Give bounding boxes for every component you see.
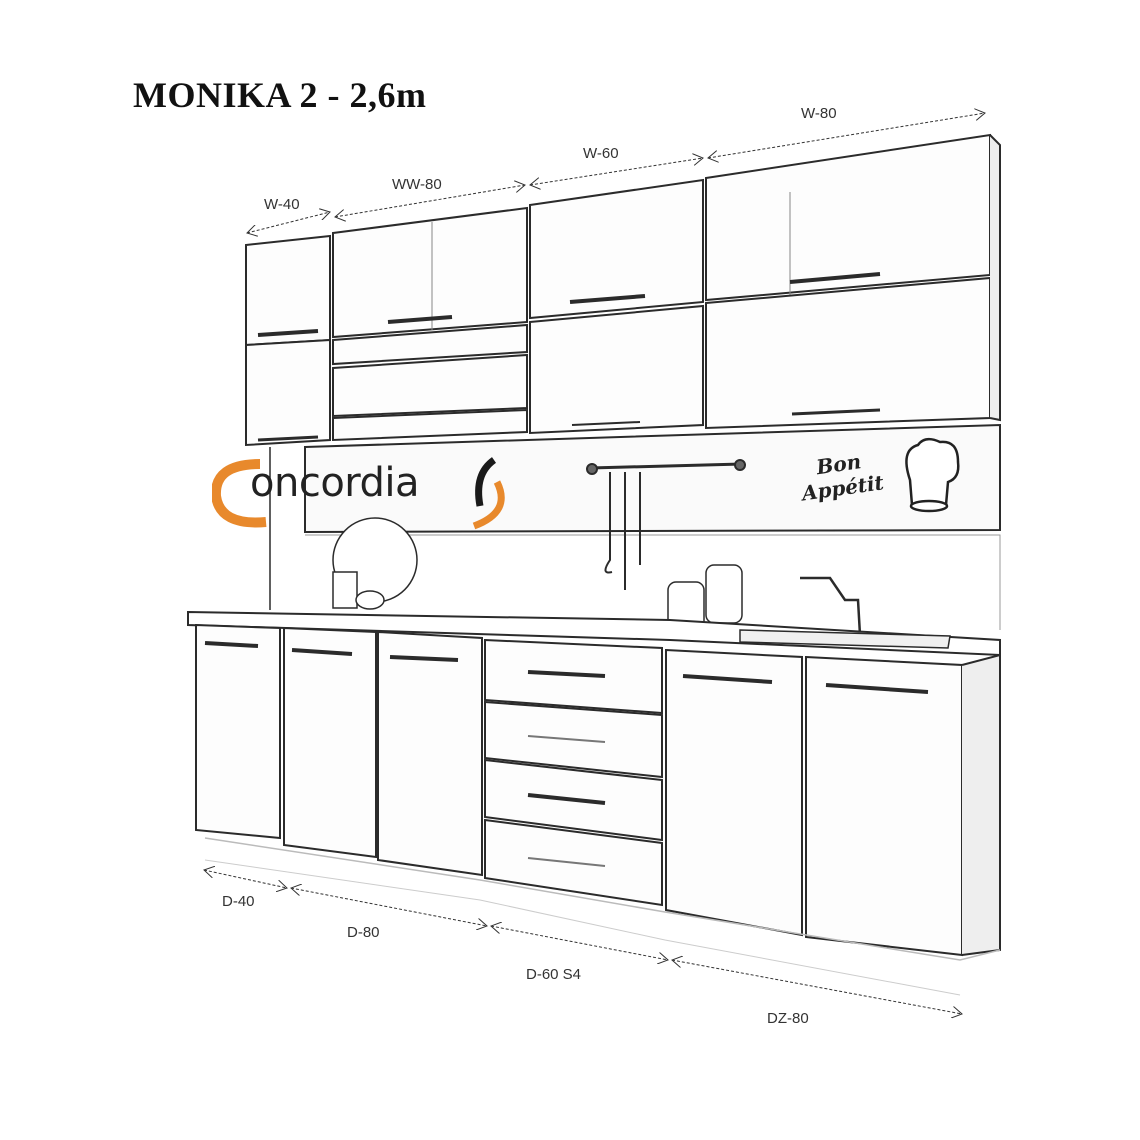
dimension-label-d40: D-40 xyxy=(222,893,255,910)
upper-cabinets xyxy=(245,133,1001,447)
concordia-logo: oncordia xyxy=(212,452,512,532)
chef-hat-icon xyxy=(905,437,960,513)
dimension-label-w80: W-80 xyxy=(801,105,837,122)
dimension-label-w40: W-40 xyxy=(264,196,300,213)
lower-cabinets xyxy=(195,623,1001,996)
logo-arcs-icon xyxy=(212,457,505,530)
lower-dimension-lines xyxy=(204,870,962,1014)
dimension-label-d80: D-80 xyxy=(347,924,380,941)
logo-text: oncordia xyxy=(250,460,420,506)
dimension-label-ww80: WW-80 xyxy=(392,176,442,193)
dimension-label-w60: W-60 xyxy=(583,145,619,162)
dimension-label-dz80: DZ-80 xyxy=(767,1010,809,1027)
page-title: MONIKA 2 - 2,6m xyxy=(133,75,427,115)
upper-dimension-lines xyxy=(247,113,985,233)
countertop xyxy=(187,610,1001,657)
dimension-label-d60-s4: D-60 S4 xyxy=(526,966,582,983)
